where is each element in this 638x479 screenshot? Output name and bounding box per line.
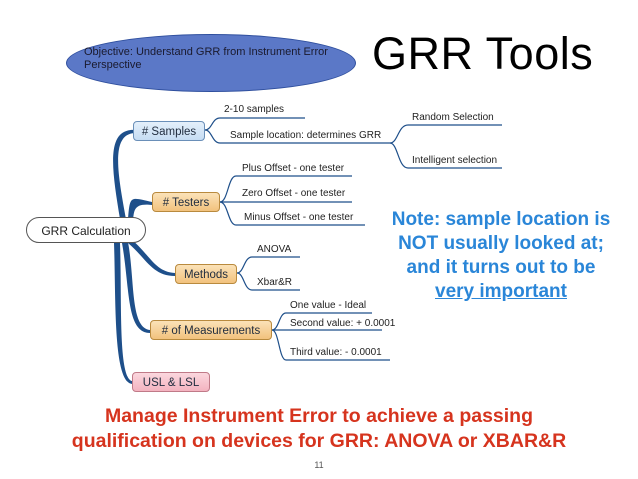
connector-methods-leaf1 <box>236 256 300 274</box>
note-line-4: very important <box>435 281 567 302</box>
leaf-third-value: Third value: - 0.0001 <box>290 347 382 358</box>
leaf-minus-offset: Minus Offset - one tester <box>244 212 354 223</box>
connector-samples <box>113 129 135 219</box>
objective-bubble <box>66 34 356 92</box>
connector-testers-leaf3 <box>219 201 365 226</box>
branch-samples: # Samples <box>133 121 205 141</box>
subleaf-intelligent-selection: Intelligent selection <box>412 155 498 166</box>
subleaf-random-selection: Random Selection <box>412 112 494 123</box>
branch-methods: Methods <box>175 264 237 284</box>
bottom-line-2: qualification on devices for GRR: ANOVA … <box>71 430 567 452</box>
page-number: 11 <box>314 460 324 470</box>
connector-samples-leaf2 <box>204 129 390 144</box>
leaf-samples-count: 2-10 samples <box>224 104 285 115</box>
connector-testers-leaf1 <box>219 175 352 203</box>
note-line-1: Note: sample location is <box>391 209 611 230</box>
connector-usl <box>114 243 132 384</box>
note-line-3: and it turns out to be <box>406 257 596 278</box>
branch-usl-lsl: USL & LSL <box>132 372 210 392</box>
slide-title: GRR Tools <box>372 28 594 79</box>
branch-testers: # Testers <box>152 192 220 212</box>
bottom-line-1: Manage Instrument Error to achieve a pas… <box>104 405 534 427</box>
connector-methods <box>128 240 175 276</box>
connector-subleaf1 <box>389 124 502 144</box>
leaf-one-value: One value - Ideal <box>290 300 367 311</box>
leaf-sample-location: Sample location: determines GRR <box>230 130 382 141</box>
branch-measurements: # of Measurements <box>150 320 272 340</box>
leaf-zero-offset: Zero Offset - one tester <box>242 188 346 199</box>
note-callout: Note: sample location is NOT usually loo… <box>370 208 632 304</box>
leaf-second-value: Second value: + 0.0001 <box>290 318 396 329</box>
connector-methods-leaf2 <box>236 272 300 291</box>
connector-testers <box>128 198 152 221</box>
note-line-2: NOT usually looked at; <box>398 233 604 254</box>
connector-meas-leaf1 <box>271 312 372 331</box>
leaf-plus-offset: Plus Offset - one tester <box>242 163 345 174</box>
connector-subleaf2 <box>389 142 502 169</box>
root-node: GRR Calculation <box>26 217 146 243</box>
connector-meas-leaf3 <box>271 329 390 361</box>
connector-samples-leaf1 <box>204 117 305 131</box>
objective-text: Objective: Understand GRR from Instrumen… <box>84 46 328 71</box>
connector-measurements <box>122 242 150 333</box>
bottom-statement: Manage Instrument Error to achieve a pas… <box>0 404 638 454</box>
leaf-xbar-r: Xbar&R <box>257 277 293 288</box>
leaf-anova: ANOVA <box>257 244 292 255</box>
